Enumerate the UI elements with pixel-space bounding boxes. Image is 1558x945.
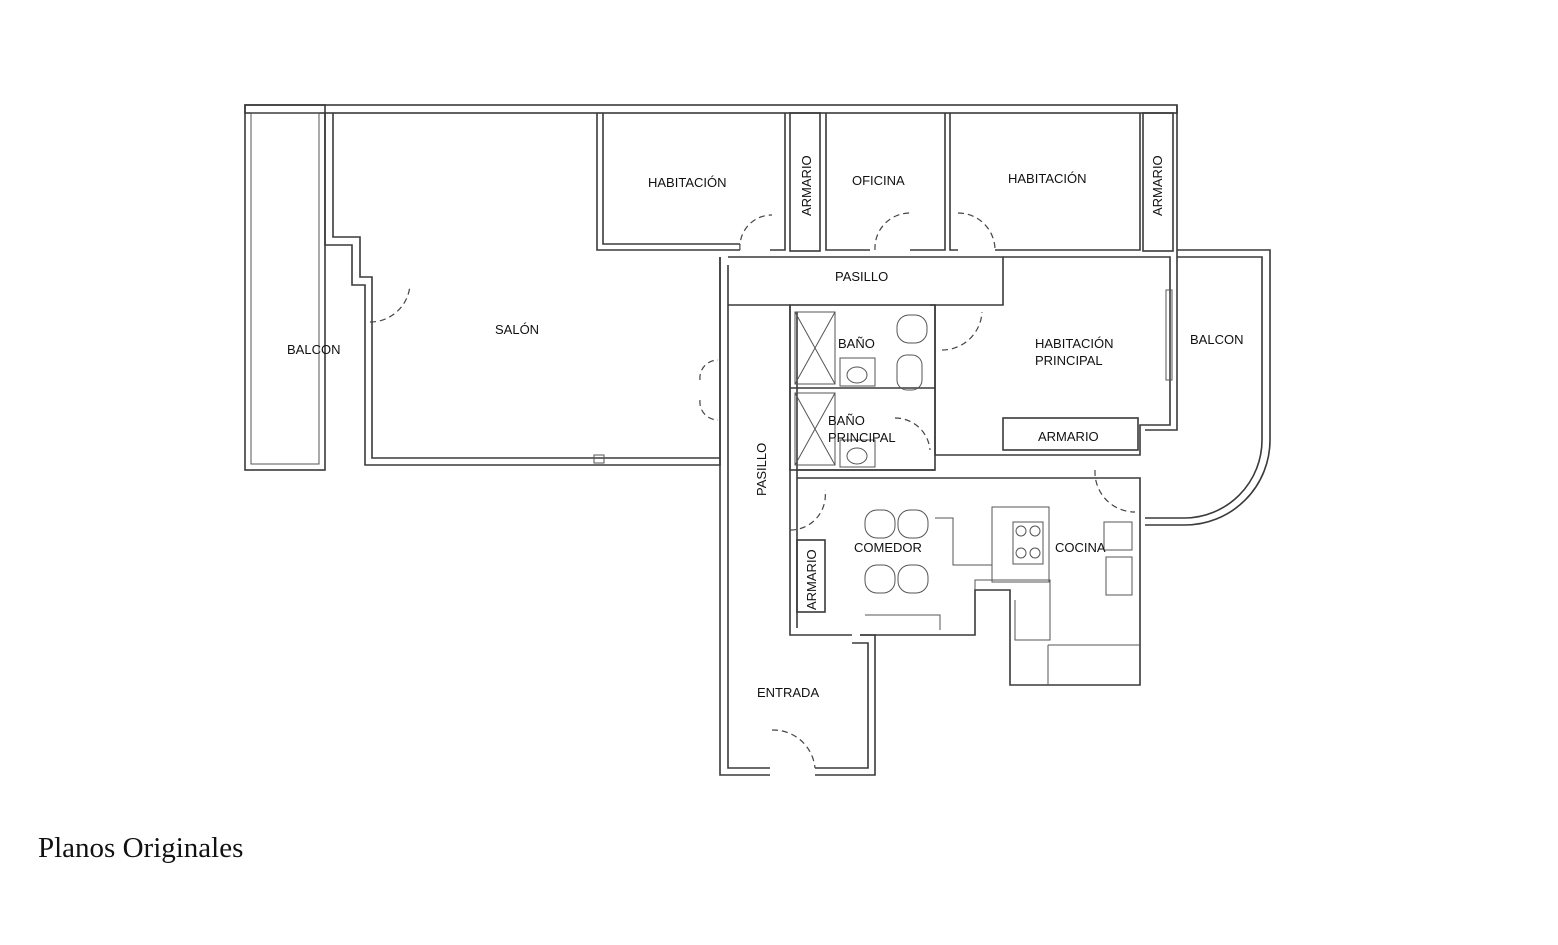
label-armario-principal: ARMARIO [1038, 429, 1099, 444]
label-balcon-left: BALCON [287, 342, 340, 357]
label-pasillo-vertical: PASILLO [754, 443, 769, 496]
label-bano: BAÑO [838, 336, 875, 351]
walls [244, 104, 1271, 776]
label-pasillo-top: PASILLO [835, 269, 888, 284]
label-cocina: COCINA [1055, 540, 1106, 555]
room-labels: BALCON SALÓN HABITACIÓN ARMARIO OFICINA … [287, 155, 1243, 700]
label-armario-1: ARMARIO [799, 155, 814, 216]
label-habitacion-1: HABITACIÓN [648, 175, 727, 190]
label-armario-2: ARMARIO [1150, 155, 1165, 216]
label-habitacion-principal-1: HABITACIÓN [1035, 336, 1114, 351]
label-salon: SALÓN [495, 322, 539, 337]
plan-caption: Planos Originales [38, 832, 244, 864]
label-balcon-right: BALCON [1190, 332, 1243, 347]
label-entrada: ENTRADA [757, 685, 819, 700]
label-comedor: COMEDOR [854, 540, 922, 555]
doors [369, 212, 1136, 769]
label-habitacion-principal-2: PRINCIPAL [1035, 353, 1103, 368]
label-armario-comedor: ARMARIO [804, 549, 819, 610]
label-bano-principal-2: PRINCIPAL [828, 430, 896, 445]
label-habitacion-2: HABITACIÓN [1008, 171, 1087, 186]
label-oficina: OFICINA [852, 173, 905, 188]
label-bano-principal-1: BAÑO [828, 413, 865, 428]
